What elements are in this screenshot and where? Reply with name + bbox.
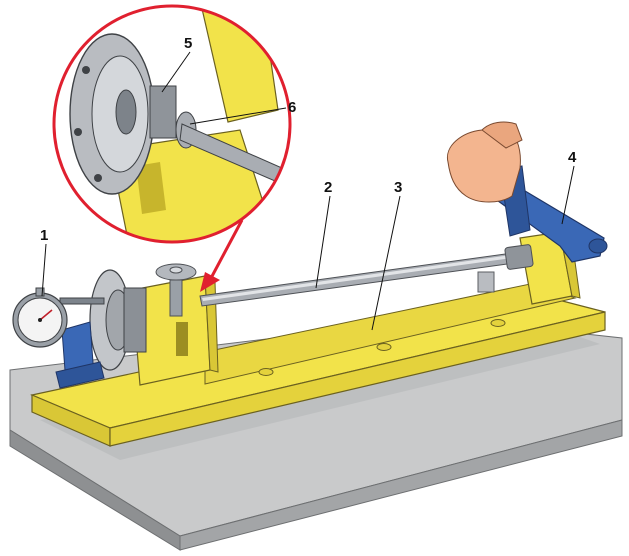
clamp-knob-hub <box>169 266 183 274</box>
leader-1 <box>41 243 47 297</box>
leader-lines <box>41 51 575 331</box>
workbench-front <box>179 419 623 551</box>
inset-flange-bolt-1 <box>82 66 90 74</box>
dial-gauge-stem <box>35 287 45 297</box>
shaft-spline <box>504 244 534 270</box>
callout-6: 6 <box>288 99 296 116</box>
inset-collar <box>149 85 177 139</box>
inset-pointer <box>200 219 244 292</box>
leader-6 <box>189 107 287 125</box>
bed-bolt-2 <box>376 343 392 351</box>
test-flange <box>89 269 147 371</box>
inset-ring <box>52 4 292 244</box>
inset-pointer-arrowhead <box>200 272 220 292</box>
inset-pointer-line <box>208 219 244 281</box>
leader-2 <box>315 195 331 289</box>
dial-indicator <box>12 287 105 389</box>
headstock-slot <box>176 322 188 356</box>
indicator-stand-foot <box>55 361 105 389</box>
indicator-arm <box>59 297 105 305</box>
lever-assembly[interactable] <box>446 121 608 263</box>
inset-shaft <box>179 123 290 191</box>
dial-gauge-center <box>38 318 42 322</box>
callout-3: 3 <box>394 179 402 196</box>
inset-flange-bolt-3 <box>94 174 102 182</box>
callout-1: 1 <box>40 227 48 244</box>
callouts: 1 2 3 4 5 6 <box>40 35 577 244</box>
bed-bolt-1 <box>258 368 274 376</box>
support-block <box>477 271 495 293</box>
callout-5: 5 <box>184 35 192 52</box>
leader-4 <box>561 165 575 225</box>
operator-hand <box>446 127 521 203</box>
inset-flange-bolt-2 <box>74 128 82 136</box>
bed-channel <box>204 282 577 385</box>
inset-flange-bore <box>115 89 137 135</box>
leader-5 <box>161 51 191 93</box>
bed-side <box>109 311 606 447</box>
bed-bolt-3 <box>490 319 506 327</box>
leader-3 <box>371 195 401 331</box>
shaft <box>199 244 534 307</box>
lever-pivot <box>588 238 608 254</box>
operator-wrist <box>481 121 523 149</box>
clamp-knob[interactable] <box>155 263 197 317</box>
callout-2: 2 <box>324 179 332 196</box>
base-frame <box>30 230 606 447</box>
dial-gauge-needle <box>39 309 53 321</box>
detail-inset <box>52 4 292 244</box>
clamp-screw <box>169 279 183 317</box>
inset-frame-slot <box>136 162 166 214</box>
flange-bearing-block <box>123 287 147 353</box>
callout-4: 4 <box>568 149 577 166</box>
shaft-highlight <box>202 254 519 301</box>
